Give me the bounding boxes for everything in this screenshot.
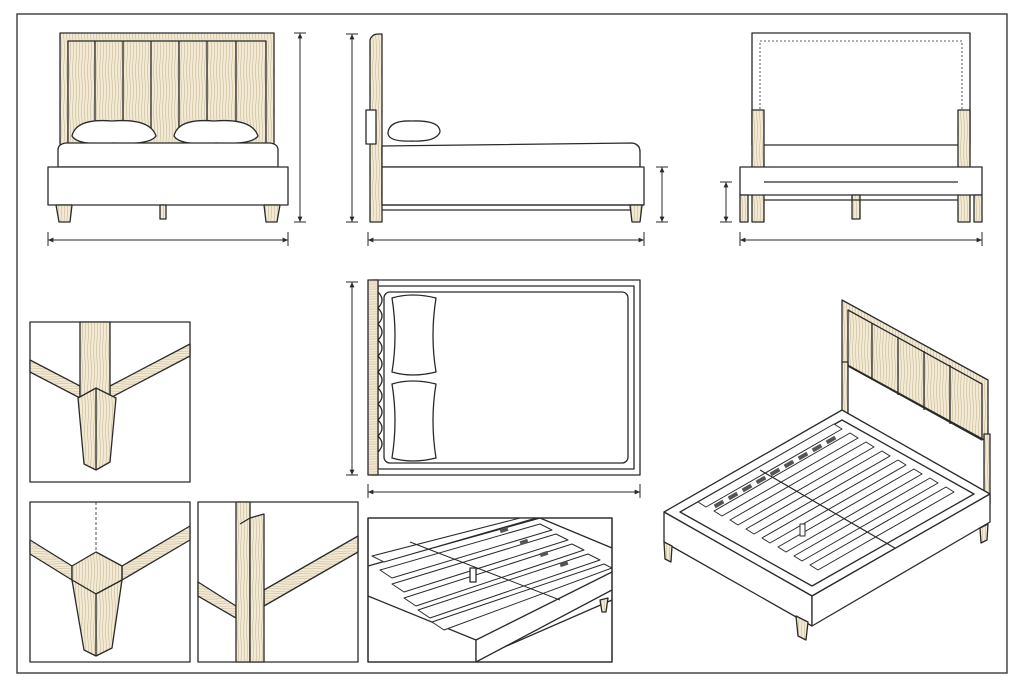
detail-headboard-post [197,501,359,663]
detail-slats [367,517,613,663]
side-elevation [346,33,668,246]
detail-leg-joint [29,501,191,663]
sheet-border [16,13,1008,674]
plan-view [346,279,641,498]
isometric-view [663,299,991,641]
rear-elevation [720,32,983,246]
front-elevation [47,32,306,246]
detail-corner-leg [29,321,191,483]
